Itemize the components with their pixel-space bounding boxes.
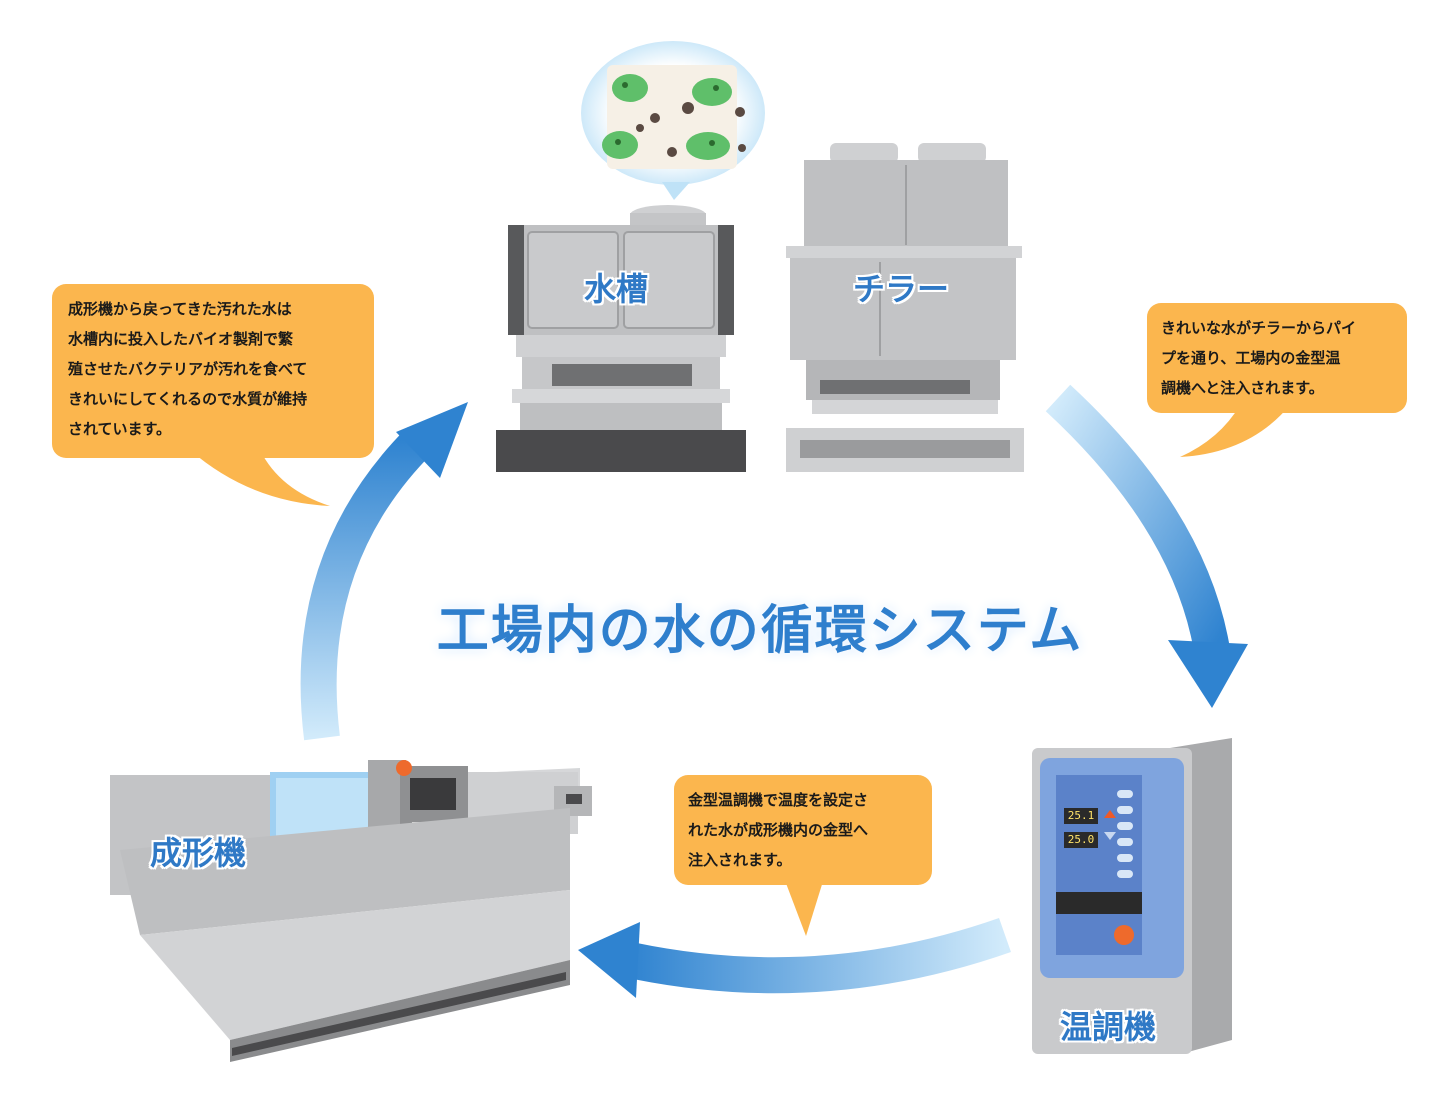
chiller-note-bubble: きれいな水がチラーからパイ プを通り、工場内の金型温 調機へと注入されます。 [1147,303,1407,413]
water-tank [496,205,746,472]
controller-note-bubble: 金型温調機で温度を設定さ れた水が成形機内の金型へ 注入されます。 [674,775,932,885]
dirt-particles [636,102,746,157]
controller-buttons [1117,790,1133,878]
tank-note-text: 成形機から戻ってきた汚れた水は 水槽内に投入したバイオ製剤で繁 殖させたバクテリ… [68,300,308,438]
temperature-controller [1032,738,1232,1054]
controller-label: 温調機 [1060,1008,1157,1046]
tank-note-tail [190,450,330,506]
page-title: 工場内の水の循環システム [436,601,1084,661]
chiller-note-tail [1180,405,1290,457]
controller-note-tail [784,878,824,936]
controller-note-text: 金型温調機で温度を設定さ れた水が成形機内の金型へ 注入されます。 [688,791,869,869]
tank-note-bubble: 成形機から戻ってきた汚れた水は 水槽内に投入したバイオ製剤で繁 殖させたバクテリ… [52,284,374,458]
chiller [786,143,1024,472]
arrow-controller-to-molding [578,918,1011,998]
bacteria-bubble [581,41,765,200]
arrow-molding-to-tank [300,402,468,741]
controller-display-bottom: 25.0 [1067,833,1095,846]
chiller-note-text: きれいな水がチラーからパイ プを通り、工場内の金型温 調機へと注入されます。 [1161,319,1357,397]
arrow-tank-to-chiller-side [1045,384,1248,708]
bacteria-icon [602,74,732,160]
tank-label: 水槽 [584,270,649,308]
chiller-label: チラー [853,270,950,308]
injection-molding-machine [110,760,592,1062]
controller-display-top: 25.1 [1067,809,1095,822]
molding-machine-label: 成形機 [150,834,247,872]
